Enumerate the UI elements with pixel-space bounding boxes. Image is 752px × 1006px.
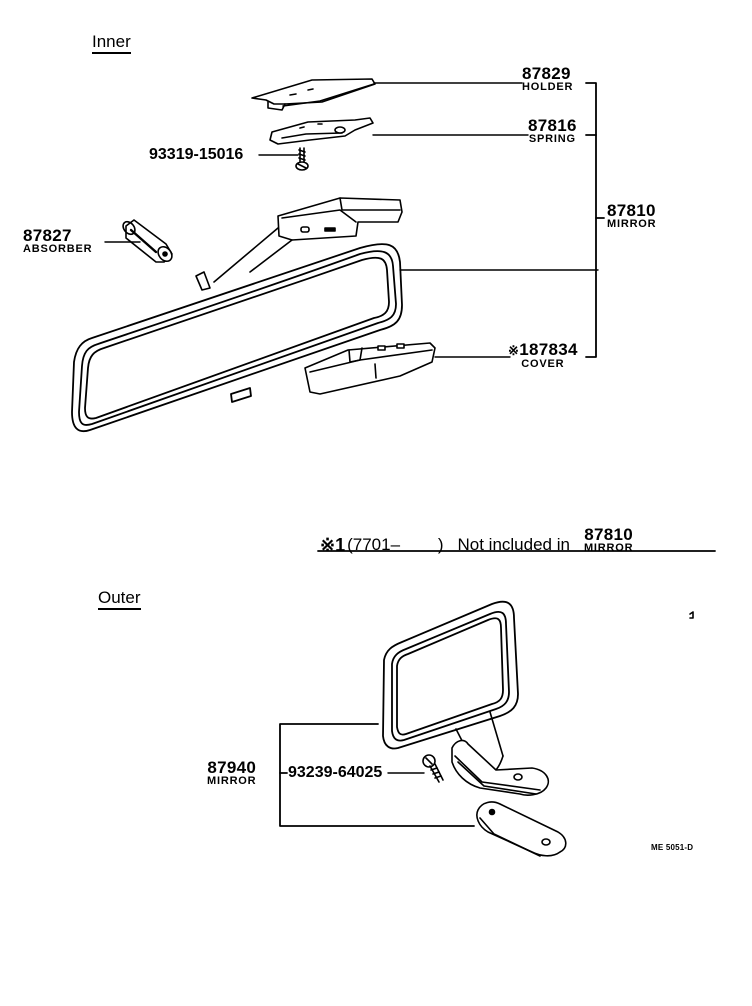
callout-holder[interactable]: 87829 HOLDER — [522, 64, 574, 93]
absorber-part-icon — [122, 219, 173, 263]
footnote: ※1 (7701– ) Not included in 87810 MIRROR — [320, 525, 634, 555]
inner-group-bracket — [585, 82, 605, 358]
spring-part-icon — [269, 117, 374, 145]
section-title-outer: Outer — [98, 589, 141, 610]
callout-screw-inner[interactable]: 93319-15016 — [149, 146, 244, 163]
part-number: 87829 — [522, 64, 571, 83]
callout-inner-mirror[interactable]: 87810 MIRROR — [607, 201, 657, 230]
part-number: 87810 — [584, 525, 634, 544]
part-name: MIRROR — [607, 218, 657, 230]
screw-part-icon — [295, 147, 309, 171]
outer-group-bracket — [279, 723, 475, 827]
drawing-code: ME 5051-D — [651, 843, 694, 852]
part-name: MIRROR — [207, 775, 257, 787]
footnote-text: Not included in — [457, 535, 570, 554]
callout-spring[interactable]: 87816 SPRING — [528, 116, 577, 145]
outer-screw-icon — [422, 754, 444, 783]
part-name: HOLDER — [522, 81, 574, 93]
part-number: 87816 — [528, 116, 577, 135]
inner-mirror-body-icon — [71, 243, 403, 433]
footnote-symbol: ※1 — [320, 535, 346, 555]
part-name: MIRROR — [583, 542, 634, 554]
part-number: 87827 — [23, 226, 72, 245]
scan-artifact — [689, 611, 694, 619]
part-number: 87940 — [207, 758, 257, 777]
holder-part-icon — [251, 78, 376, 111]
part-name: ABSORBER — [23, 243, 93, 255]
part-name: COVER — [521, 358, 565, 370]
part-number: 87810 — [607, 201, 656, 220]
callout-cover[interactable]: ※187834 COVER — [508, 340, 578, 370]
footnote-marker: ※ — [508, 343, 520, 358]
outer-mirror-base-icon — [451, 711, 550, 796]
section-title-inner: Inner — [92, 33, 131, 54]
callout-outer-mirror[interactable]: 87940 MIRROR — [207, 758, 257, 787]
mirror-stay-icon — [195, 197, 403, 291]
callout-absorber[interactable]: 87827 ABSORBER — [23, 226, 93, 255]
cover-part-icon — [304, 342, 436, 395]
gasket-part-icon — [476, 801, 567, 857]
callout-screw-outer[interactable]: 93239-64025 — [288, 764, 383, 781]
outer-mirror-head-icon — [382, 600, 519, 750]
footnote-range: (7701– ) — [347, 535, 444, 554]
part-number: 187834 — [519, 340, 578, 359]
part-name: SPRING — [528, 133, 576, 145]
footnote-ref[interactable]: 87810 MIRROR — [583, 525, 634, 554]
